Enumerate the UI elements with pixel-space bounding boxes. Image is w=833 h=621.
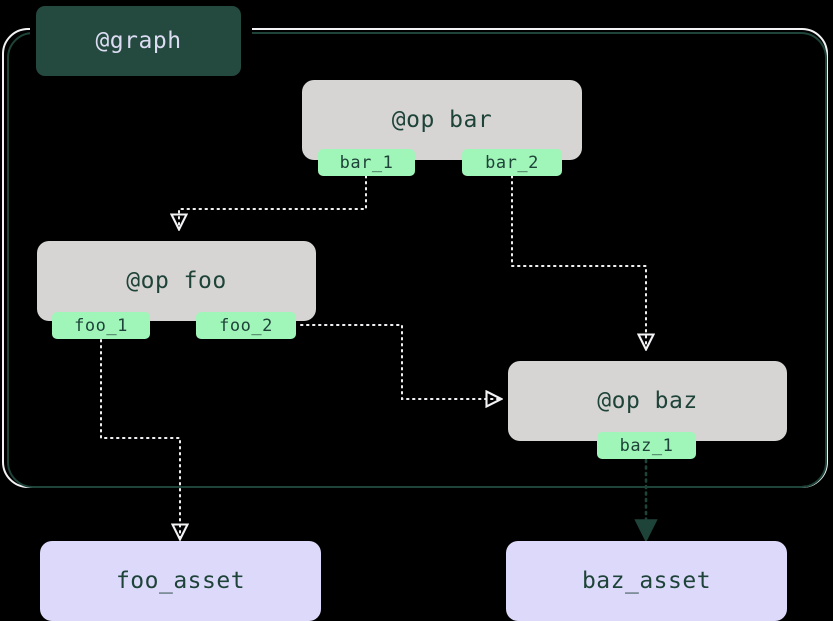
op-node-foo[interactable]: @op foo [37,241,316,321]
port-bar_1-label: bar_1 [339,152,394,173]
port-bar_1[interactable]: bar_1 [318,149,415,176]
port-foo_2[interactable]: foo_2 [196,312,296,339]
edge-foo_1-to-foo_asset [100,339,180,538]
port-foo_1-label: foo_1 [74,315,128,336]
asset-node-baz_asset[interactable]: baz_asset [506,541,787,621]
port-foo_2-label: foo_2 [219,315,273,336]
edge-bar_1-to-foo [179,175,367,228]
op-node-bar[interactable]: @op bar [302,80,582,160]
asset-node-foo_asset-label: foo_asset [115,568,246,594]
asset-node-foo_asset[interactable]: foo_asset [40,541,321,621]
port-baz_1[interactable]: baz_1 [597,432,696,459]
port-foo_1[interactable]: foo_1 [52,312,150,339]
port-bar_2[interactable]: bar_2 [462,149,562,176]
graph-cluster-label[interactable]: @graph [36,6,241,76]
op-node-foo-label: @op foo [126,268,227,294]
asset-node-baz_asset-label: baz_asset [581,568,712,594]
op-node-baz-label: @op baz [597,388,698,414]
op-node-baz[interactable]: @op baz [508,361,787,441]
port-bar_2-label: bar_2 [485,152,539,173]
edge-foo_2-to-baz [300,324,500,399]
edge-bar_2-to-baz [511,175,646,348]
op-node-bar-label: @op bar [391,107,493,133]
port-baz_1-label: baz_1 [619,435,674,456]
